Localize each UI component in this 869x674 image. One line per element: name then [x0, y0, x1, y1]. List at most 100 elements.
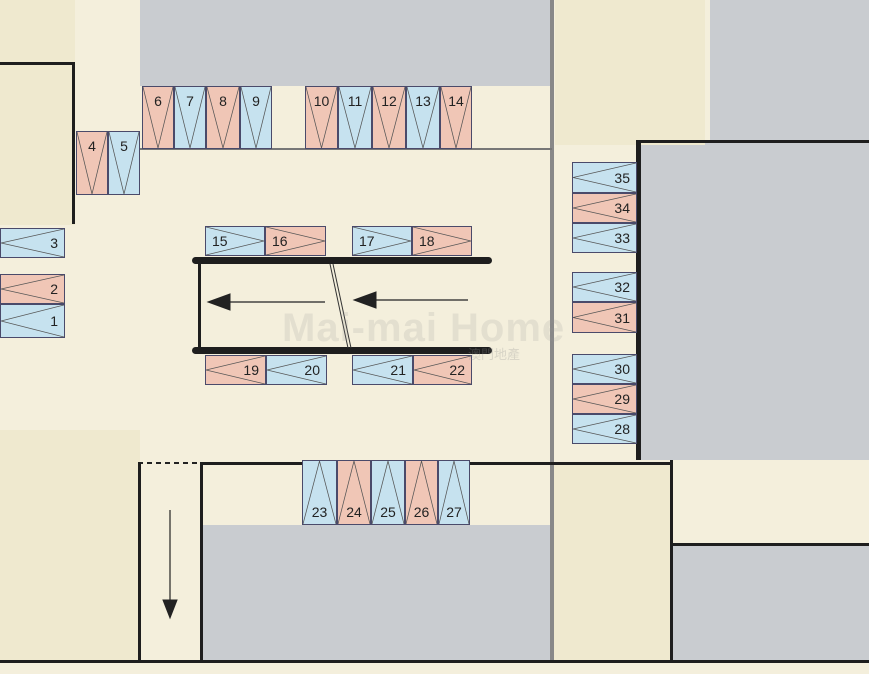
space-number: 8	[219, 93, 227, 109]
space-number: 15	[212, 233, 228, 249]
wall	[670, 460, 673, 660]
parking-space[interactable]: 24	[337, 460, 371, 525]
parking-space[interactable]: 29	[572, 384, 637, 414]
parking-space[interactable]: 25	[371, 460, 405, 525]
space-number: 22	[449, 362, 465, 378]
parking-space[interactable]: 11	[338, 86, 372, 149]
parking-space[interactable]: 19	[205, 355, 266, 385]
parking-space[interactable]: 4	[76, 131, 108, 195]
parking-space[interactable]: 30	[572, 354, 637, 384]
parking-space[interactable]: 23	[302, 460, 337, 525]
parking-space[interactable]: 15	[205, 226, 265, 256]
space-marking	[573, 355, 636, 383]
parking-space[interactable]: 5	[108, 131, 140, 195]
space-number: 35	[614, 169, 630, 186]
ramp-edge-top	[192, 257, 492, 264]
parking-space[interactable]: 21	[352, 355, 413, 385]
space-marking	[573, 385, 636, 413]
space-marking	[266, 227, 325, 255]
space-marking	[339, 87, 371, 148]
parking-space[interactable]: 27	[438, 460, 470, 525]
space-number: 29	[614, 391, 630, 407]
space-number: 16	[272, 233, 288, 249]
core-left-top	[0, 0, 75, 225]
parking-space[interactable]: 17	[352, 226, 412, 256]
core-bottom-right	[552, 462, 670, 662]
unit-block-right	[640, 140, 869, 460]
space-marking	[573, 273, 636, 301]
parking-space[interactable]: 26	[405, 460, 438, 525]
parking-space[interactable]: 1	[0, 304, 65, 338]
space-number: 18	[419, 233, 435, 249]
space-number: 20	[304, 362, 320, 378]
space-number: 10	[313, 93, 330, 109]
ramp-end	[198, 260, 201, 352]
space-marking	[306, 87, 337, 148]
space-marking	[441, 87, 471, 148]
parking-space[interactable]: 28	[572, 414, 637, 444]
parking-space[interactable]: 20	[266, 355, 327, 385]
parking-space[interactable]: 13	[406, 86, 440, 149]
space-number: 1	[50, 313, 58, 329]
parking-space[interactable]: 33	[572, 223, 637, 253]
watermark: Mai-mai Home	[282, 306, 566, 350]
space-marking	[175, 87, 205, 148]
arrow-down-icon	[162, 510, 178, 620]
space-marking	[573, 163, 636, 192]
space-number: 27	[446, 504, 462, 520]
wall	[200, 465, 203, 662]
parking-space[interactable]: 14	[440, 86, 472, 149]
space-marking	[407, 87, 439, 148]
space-marking	[206, 356, 265, 384]
space-marking	[109, 132, 139, 194]
wall	[140, 148, 552, 150]
parking-space[interactable]: 31	[572, 302, 637, 333]
unit-block-top-right	[710, 0, 869, 140]
space-marking	[372, 461, 404, 524]
space-number: 2	[50, 281, 58, 297]
arrow-left-icon	[352, 291, 468, 309]
wall	[0, 660, 869, 663]
parking-space[interactable]: 3	[0, 228, 65, 258]
wall	[636, 140, 641, 460]
parking-space[interactable]: 9	[240, 86, 272, 149]
wall	[138, 462, 141, 662]
space-marking	[267, 356, 326, 384]
parking-space[interactable]: 7	[174, 86, 206, 149]
space-number: 17	[359, 233, 375, 249]
space-number: 12	[381, 93, 397, 109]
parking-space[interactable]: 8	[206, 86, 240, 149]
space-marking	[143, 87, 173, 148]
space-number: 32	[614, 279, 630, 295]
space-marking	[573, 303, 636, 332]
space-marking	[573, 224, 636, 252]
unit-block-bottom	[200, 525, 550, 662]
space-number: 3	[50, 235, 58, 251]
space-marking	[241, 87, 271, 148]
space-marking	[439, 461, 469, 524]
parking-space[interactable]: 10	[305, 86, 338, 149]
space-number: 28	[614, 421, 630, 437]
watermark-subtext: 澳門地產	[468, 347, 521, 362]
space-number: 23	[311, 504, 328, 520]
space-number: 30	[614, 361, 630, 377]
parking-space[interactable]: 22	[413, 355, 472, 385]
space-number: 21	[390, 362, 406, 378]
space-marking	[1, 229, 64, 257]
parking-space[interactable]: 32	[572, 272, 637, 302]
parking-space[interactable]: 12	[372, 86, 406, 149]
space-number: 9	[252, 93, 260, 109]
parking-space[interactable]: 35	[572, 162, 637, 193]
space-marking	[207, 87, 239, 148]
parking-space[interactable]: 34	[572, 193, 637, 223]
space-marking	[353, 356, 412, 384]
space-number: 7	[186, 93, 194, 109]
space-marking	[338, 461, 370, 524]
parking-space[interactable]: 6	[142, 86, 174, 149]
parking-space[interactable]: 16	[265, 226, 326, 256]
parking-space[interactable]: 2	[0, 274, 65, 304]
ramp-divider	[329, 263, 352, 349]
parking-space[interactable]: 18	[412, 226, 472, 256]
space-number: 26	[413, 504, 430, 520]
